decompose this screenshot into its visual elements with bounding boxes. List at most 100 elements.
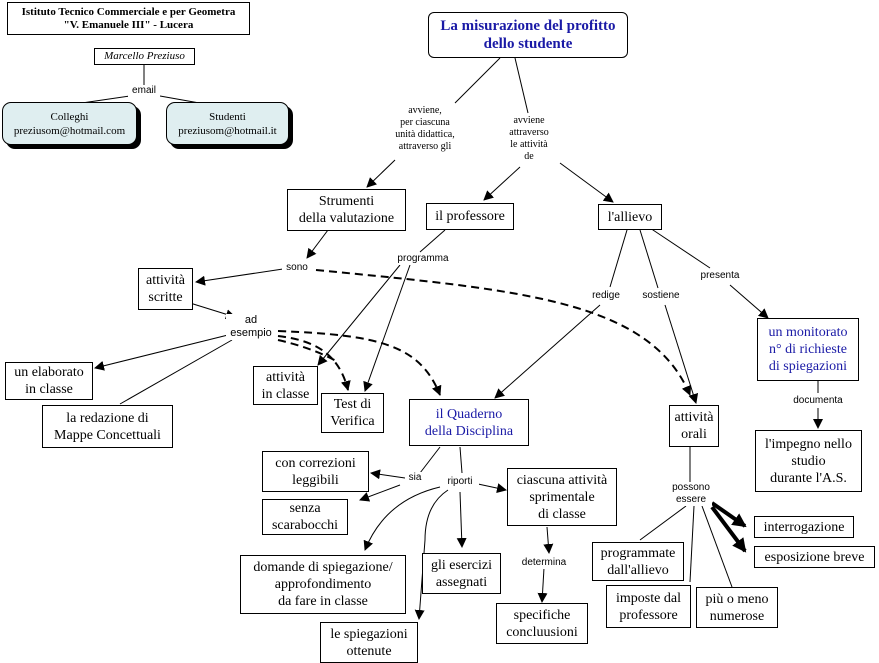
impegno-line2: studio [791,453,826,469]
link-determina: determina [518,557,570,569]
conclusioni-line2: concluusioni [506,624,578,640]
quaderno-line1: il Quaderno [435,406,503,422]
imposte-line1: imposte dal [616,590,681,606]
node-mappe-concettuali: la redazione di Mappe Concettuali [42,405,173,448]
node-quaderno-disciplina: il Quaderno della Disciplina [409,399,529,446]
domande-line1: domande di spiegazione/ [253,560,393,575]
node-scarabocchi: senza scarabocchi [262,499,348,535]
programmate-line1: programmate [600,545,676,561]
link-ad-esempio: ad esempio [226,314,276,340]
orali-line1: attività [674,410,714,425]
link-programma: programma [392,253,454,265]
ciascuna-line2: sprimentale [529,489,595,505]
scritte-line2: scritte [148,290,183,305]
att-classe-line2: in classe [261,386,310,402]
node-test-verifica: Test di Verifica [321,393,384,433]
link-sostiene: sostiene [638,290,684,302]
ciascuna-line3: di classe [538,506,586,522]
school-name-line2: "V. Emanuele III" - Lucera [63,18,194,31]
ciascuna-line1: ciascuna attività [516,472,608,488]
spiegazioni-line1: le spiegazioni [330,626,408,642]
school-name-box: Istituto Tecnico Commerciale e per Geome… [7,2,250,35]
link-avviene-strumenti: avviene, per ciascuna unità didattica, a… [385,105,465,153]
numerose-line2: numerose [709,608,765,624]
esercizi-line2: assegnati [435,574,488,590]
node-monitorato: un monitorato n° di richieste di spiegaz… [757,318,859,381]
allievo-label: l'allievo [607,209,653,225]
colleghi-email-box[interactable]: Colleghi preziusom@hotmail.com [2,102,137,145]
impegno-line3: durante l'A.S. [770,470,847,486]
link-documenta: documenta [788,395,848,407]
studenti-email[interactable]: preziusom@hotmail.it [178,124,277,137]
email-label: email [128,85,160,97]
node-impegno: l'impegno nello studio durante l'A.S. [755,430,862,492]
professore-label: il professore [435,209,505,224]
numerose-line1: più o meno [705,591,769,607]
main-concept-line1: La misurazione del profitto [440,18,616,34]
link-redige: redige [588,290,624,302]
correzioni-line2: leggibili [292,472,339,488]
node-numerose: più o meno numerose [696,587,778,628]
esercizi-line1: gli esercizi [430,557,493,573]
link-riporti: riporti [441,476,479,488]
correzioni-line1: con correzioni [275,455,356,471]
author-name: Marcello Preziuso [104,50,185,62]
imposte-line2: professore [619,607,678,623]
node-esercizi-assegnati: gli esercizi assegnati [422,553,501,594]
colleghi-email[interactable]: preziusom@hotmail.com [13,124,126,137]
elaborato-line2: in classe [25,382,73,397]
node-spiegazioni-ottenute: le spiegazioni ottenute [320,622,418,663]
node-domande-spiegazione: domande di spiegazione/ approfondimento … [240,555,406,614]
node-programmate: programmate dall'allievo [592,542,684,581]
node-imposte: imposte dal professore [606,585,691,628]
node-attivita-scritte: attività scritte [138,268,193,310]
node-conclusioni: specifiche concluusioni [496,603,588,644]
test-line2: Verifica [330,414,375,429]
studenti-title: Studenti [209,110,246,123]
scarabocchi-line1: senza [289,501,321,516]
link-sia: sia [405,472,425,484]
node-attivita-classe: attività in classe [253,366,318,405]
orali-line2: orali [681,427,707,442]
monitorato-line2: n° di richieste [769,342,847,357]
domande-line3: da fare in classe [278,594,368,609]
main-concept-line2: dello studente [483,36,573,52]
scritte-line1: attività [146,273,185,288]
school-name-line1: Istituto Tecnico Commerciale e per Geome… [21,5,236,18]
test-line1: Test di [333,397,372,412]
colleghi-title: Colleghi [50,110,89,123]
elaborato-line1: un elaborato [14,365,84,380]
programmate-line2: dall'allievo [607,562,669,578]
node-ciascuna-attivita: ciascuna attività sprimentale di classe [507,468,617,526]
quaderno-line2: della Disciplina [424,423,514,439]
esposizione-label: esposizione breve [764,549,865,565]
monitorato-line1: un monitorato [768,325,848,340]
author-box: Marcello Preziuso [94,48,195,65]
strumenti-line1: Strumenti [318,194,375,209]
domande-line2: approfondimento [274,577,372,592]
impegno-line1: l'impegno nello [765,436,852,452]
monitorato-line3: di spiegazioni [768,359,848,374]
node-interrogazione: interrogazione [754,516,854,538]
node-correzioni: con correzioni leggibili [262,451,369,492]
main-concept: La misurazione del profitto dello studen… [428,12,628,58]
node-professore: il professore [426,203,514,230]
mappe-line1: la redazione di [66,410,149,426]
spiegazioni-line2: ottenute [346,643,392,659]
node-elaborato: un elaborato in classe [5,362,93,400]
interrogazione-label: interrogazione [763,519,845,535]
conclusioni-line1: specifiche [513,607,571,623]
node-esposizione-breve: esposizione breve [754,546,875,568]
node-allievo: l'allievo [598,204,662,230]
strumenti-line2: della valutazione [298,211,395,226]
link-presenta: presenta [696,270,744,282]
mappe-line2: Mappe Concettuali [54,427,161,443]
studenti-email-box[interactable]: Studenti preziusom@hotmail.it [166,102,289,145]
node-strumenti-valutazione: Strumenti della valutazione [287,189,406,231]
att-classe-line1: attività [266,369,305,385]
link-possono-essere: possono essere [670,482,712,506]
link-sono: sono [282,262,312,274]
node-attivita-orali: attività orali [669,405,719,447]
link-avviene-attivita: avviene attraverso le attività de [500,115,558,163]
